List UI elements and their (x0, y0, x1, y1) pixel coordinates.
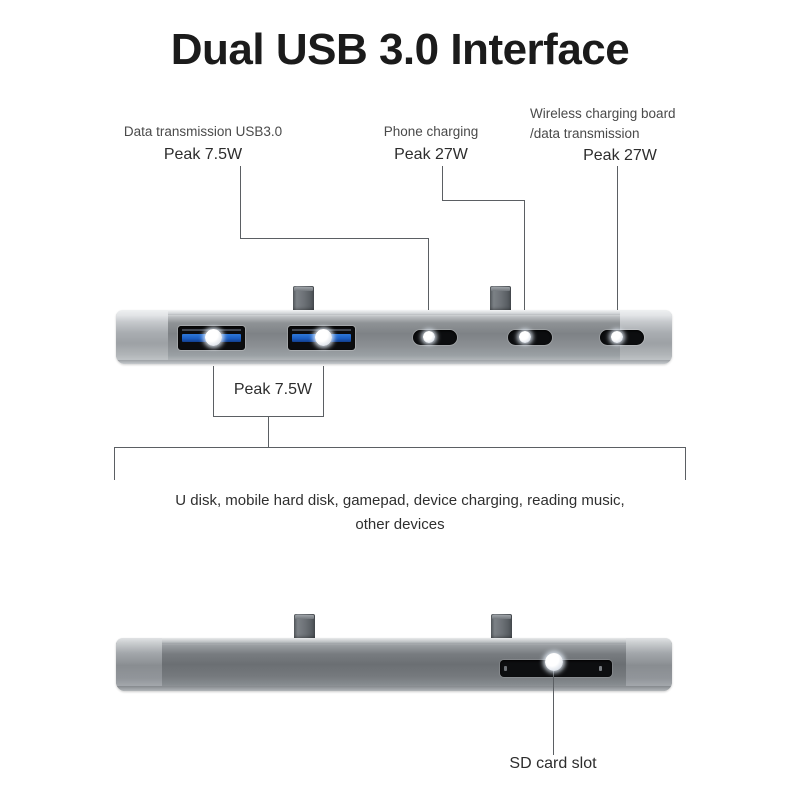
usb-hub-rear-face (116, 638, 672, 691)
wide-bracket-left-tick (114, 447, 115, 480)
leader-line-usb-segment-3 (428, 238, 429, 338)
peak-box-label: Peak 7.5W (233, 381, 313, 398)
callout-usb-data-transmission: Data transmission USB3.0 Peak 7.5W (108, 122, 298, 166)
led-dot-usb-c-port-3 (611, 331, 623, 343)
sd-slot-nub-left (504, 666, 507, 671)
leader-line-wireless-segment-1 (617, 166, 618, 338)
sd-card-slot-label: SD card slot (509, 755, 597, 772)
callout-usb-line1: Data transmission USB3.0 (123, 124, 283, 139)
rear-body-bottom-bevel (116, 686, 672, 691)
peak-box-right-edge (323, 366, 324, 417)
body-bottom-bevel (116, 360, 672, 364)
led-dot-usb-c-port-1 (423, 331, 435, 343)
callout-phone-line1: Phone charging (383, 124, 479, 139)
rear-body-end-cap-left (116, 638, 162, 691)
page-title: Dual USB 3.0 Interface (170, 25, 630, 74)
led-dot-usb-a-port-1 (205, 329, 222, 346)
connector-tab-top-right (490, 286, 511, 311)
callout-wireless-peak: Peak 27W (583, 147, 657, 165)
callout-phone-charging: Phone charging Peak 27W (370, 122, 492, 166)
rear-body-top-bevel (116, 638, 672, 644)
body-top-bevel (116, 310, 672, 315)
led-dot-usb-c-port-2 (519, 331, 531, 343)
led-dot-usb-a-port-2 (315, 329, 332, 346)
leader-line-usb-segment-1 (240, 166, 241, 239)
callout-wireless-line2: /data transmission (530, 125, 640, 141)
connector-tab-bottom-right (491, 614, 512, 639)
usb-hub-front-face (116, 310, 672, 364)
wide-bracket-right-tick (685, 447, 686, 480)
leader-line-sd-card-slot (553, 670, 554, 755)
callout-usb-peak: Peak 7.5W (163, 145, 243, 163)
leader-line-usb-segment-2 (240, 238, 429, 239)
caption-line-2: other devices (355, 516, 445, 533)
callout-wireless-charging: Wireless charging board /data transmissi… (530, 104, 710, 167)
peak-box-left-edge (213, 366, 214, 417)
callout-wireless-line1: Wireless charging board (530, 106, 676, 121)
led-dot-sd-card-slot (545, 653, 563, 671)
sd-slot-nub-right (599, 666, 602, 671)
caption-line-1: U disk, mobile hard disk, gamepad, devic… (175, 492, 625, 509)
body-end-cap-left (116, 310, 168, 364)
callout-phone-peak: Peak 27W (394, 145, 468, 163)
rear-body-end-cap-right (626, 638, 672, 691)
connector-tab-top-left (293, 286, 314, 311)
bracket-stem (268, 416, 269, 448)
use-case-caption: U disk, mobile hard disk, gamepad, devic… (100, 489, 700, 537)
connector-tab-bottom-left (294, 614, 315, 639)
leader-line-phone-segment-3 (524, 200, 525, 338)
wide-bracket-top (114, 447, 686, 448)
leader-line-phone-segment-1 (442, 166, 443, 201)
leader-line-phone-segment-2 (442, 200, 525, 201)
usb-c-port-1[interactable] (413, 330, 457, 345)
